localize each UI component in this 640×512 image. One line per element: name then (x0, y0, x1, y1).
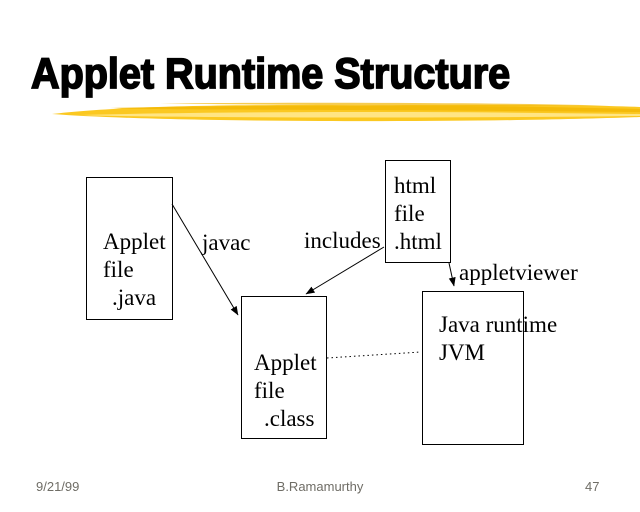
footer-date: 9/21/99 (36, 479, 80, 494)
box-text-line: file (394, 201, 425, 226)
box-html-file: html file .html (385, 160, 451, 263)
footer-page-number: 47 (585, 479, 600, 494)
box-text-line: Applet (254, 350, 317, 375)
page-title: Applet Runtime Structure (30, 50, 511, 98)
box-text-line: .class (264, 406, 315, 431)
box-text-line: file (254, 378, 285, 403)
box-text-line: .html (394, 229, 442, 254)
box-java-runtime-jvm: Java runtime JVM (422, 291, 558, 445)
brush-stroke-underline (52, 102, 640, 122)
box-text-line: Applet (103, 229, 166, 254)
class-to-jvm-dotted-line (326, 351, 422, 359)
box-text-line: Java runtime (439, 312, 558, 337)
box-text-line: html (394, 173, 437, 198)
box-applet-class-file: Applet file .class (241, 296, 327, 439)
footer-author: B.Ramamurthy (276, 479, 364, 494)
box-text-line: .java (112, 285, 157, 310)
includes-arrow (305, 246, 385, 295)
edge-label-javac: javac (202, 230, 251, 255)
edge-label-includes: includes (304, 228, 381, 253)
box-text-line: JVM (439, 340, 486, 365)
edge-label-appletviewer: appletviewer (459, 260, 578, 285)
box-applet-source-file: Applet file .java (86, 177, 173, 320)
box-text-line: file (103, 257, 134, 282)
appletviewer-arrow (448, 262, 456, 287)
javac-arrow (171, 203, 239, 316)
